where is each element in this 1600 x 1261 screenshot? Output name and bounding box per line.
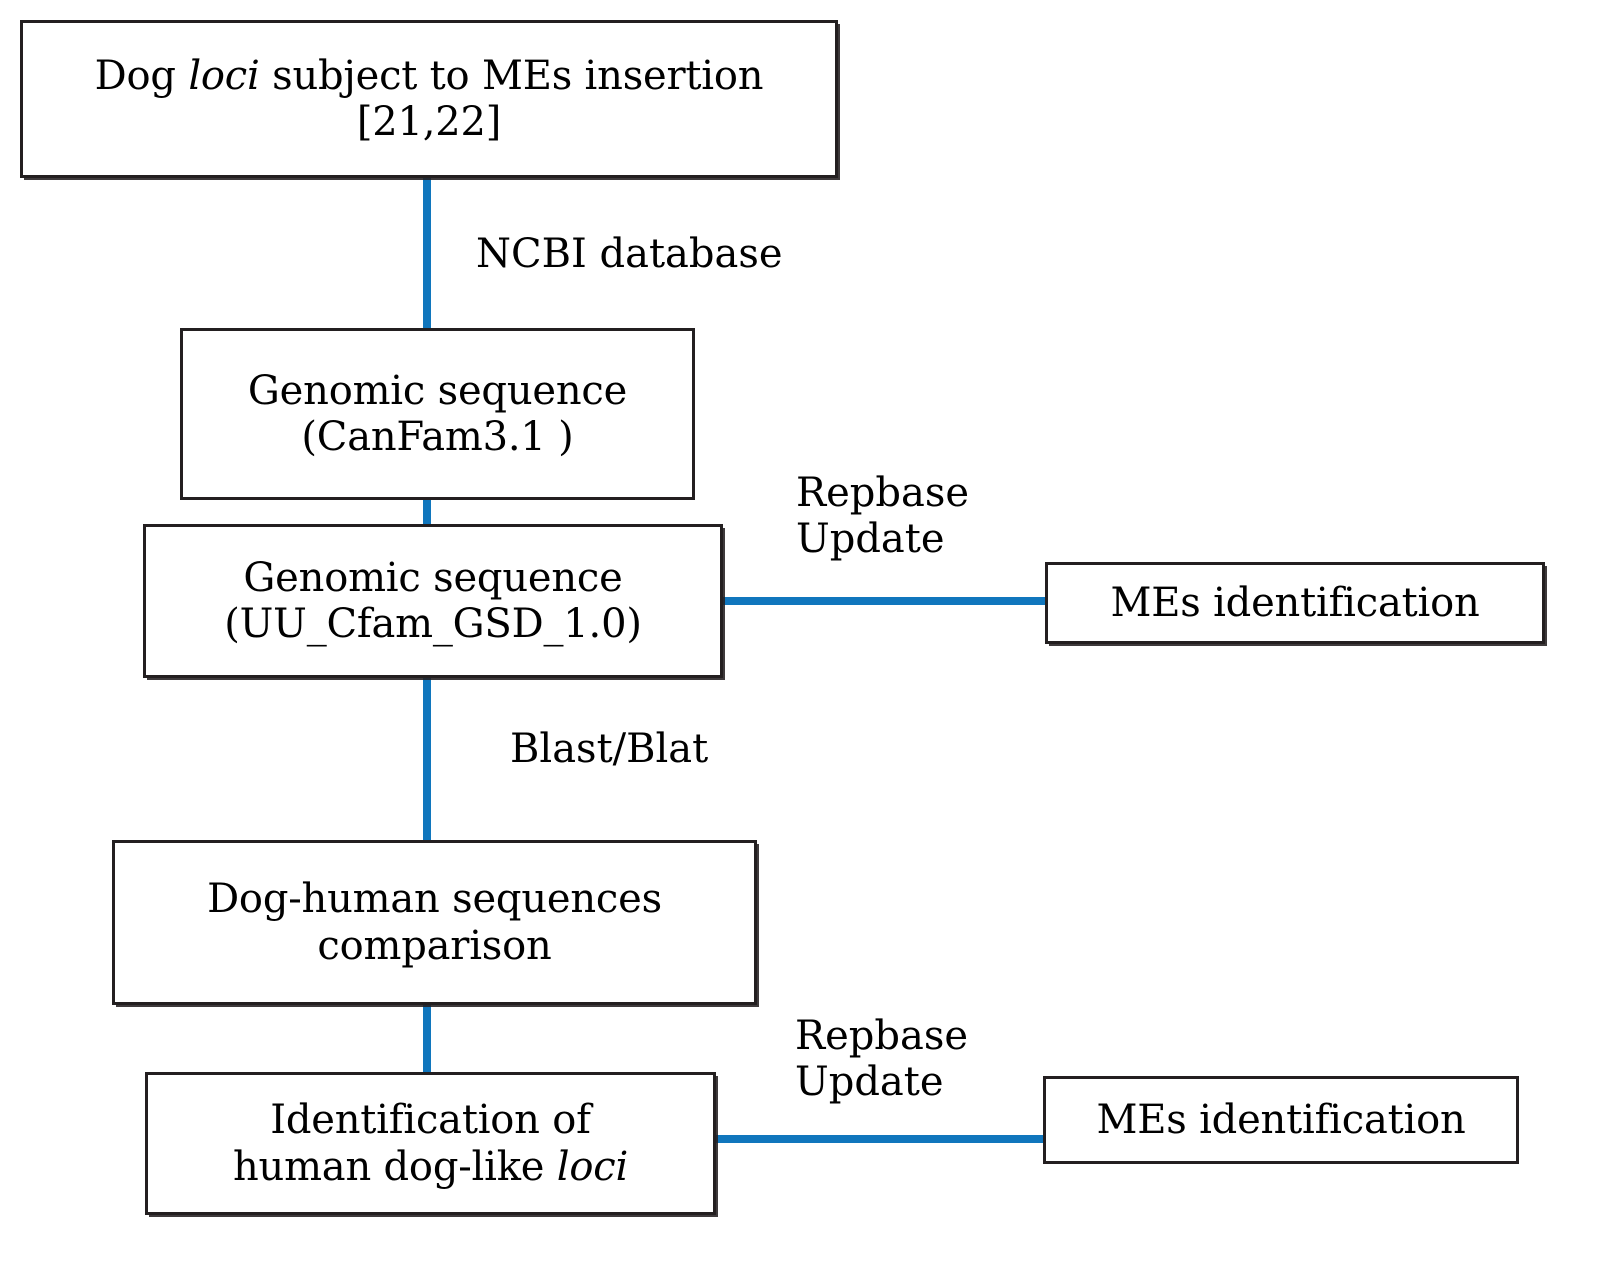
node-uucfam-line2: (UU_Cfam_GSD_1.0)	[224, 601, 642, 647]
connector-dog-loci-to-canfam	[423, 176, 431, 332]
node-mes-identification-lower-label: MEs identification	[1096, 1096, 1466, 1143]
node-human-loci-line1: Identification of	[270, 1097, 591, 1144]
edge-label-ncbi-database: NCBI database	[476, 231, 783, 277]
node-canfam-label: Genomic sequence(CanFam3.1 )	[238, 368, 637, 461]
connector-uucfam-to-mes-identification-1	[715, 597, 1051, 605]
node-dog-loci-line1-italic: loci	[188, 52, 260, 99]
node-uucfam-line1: Genomic sequence	[243, 554, 623, 601]
node-dog-loci-line1-prefix: Dog	[94, 52, 189, 99]
node-uucfam-label: Genomic sequence(UU_Cfam_GSD_1.0)	[214, 555, 651, 648]
node-human-loci-line2-italic: loci	[556, 1143, 629, 1190]
node-mes-identification-upper: MEs identification	[1045, 562, 1545, 644]
edge-label-blast-blat: Blast/Blat	[510, 726, 709, 772]
node-dog-loci-line2: [21,22]	[356, 99, 502, 145]
connector-canfam-to-uucfam	[423, 496, 431, 528]
node-genomic-sequence-uu-cfam-gsd: Genomic sequence(UU_Cfam_GSD_1.0)	[143, 524, 723, 678]
node-canfam-line2: (CanFam3.1 )	[301, 414, 574, 460]
connector-uucfam-to-comparison	[423, 674, 431, 844]
node-dog-loci-label: Dog loci subject to MEs insertion[21,22]	[85, 53, 774, 146]
node-comparison-line1: Dog-human sequences	[207, 876, 662, 923]
connector-human-loci-to-mes-identification-2	[708, 1135, 1050, 1143]
node-canfam-line1: Genomic sequence	[247, 367, 628, 414]
node-mes-identification-lower: MEs identification	[1043, 1076, 1519, 1164]
node-dog-loci-subject-to-mes-insertion: Dog loci subject to MEs insertion[21,22]	[20, 20, 838, 178]
node-comparison-line2: comparison	[317, 922, 552, 969]
node-genomic-sequence-canfam: Genomic sequence(CanFam3.1 )	[180, 328, 695, 500]
connector-comparison-to-human-loci	[423, 1001, 431, 1077]
node-human-loci-line2-prefix: human dog-like	[232, 1143, 557, 1190]
node-mes-identification-upper-label: MEs identification	[1110, 579, 1480, 626]
edge-label-repbase-update-lower: Repbase Update	[795, 1013, 969, 1105]
edge-label-repbase-update-upper: Repbase Update	[796, 470, 970, 562]
node-dog-loci-line1-suffix: subject to MEs insertion	[259, 52, 764, 99]
